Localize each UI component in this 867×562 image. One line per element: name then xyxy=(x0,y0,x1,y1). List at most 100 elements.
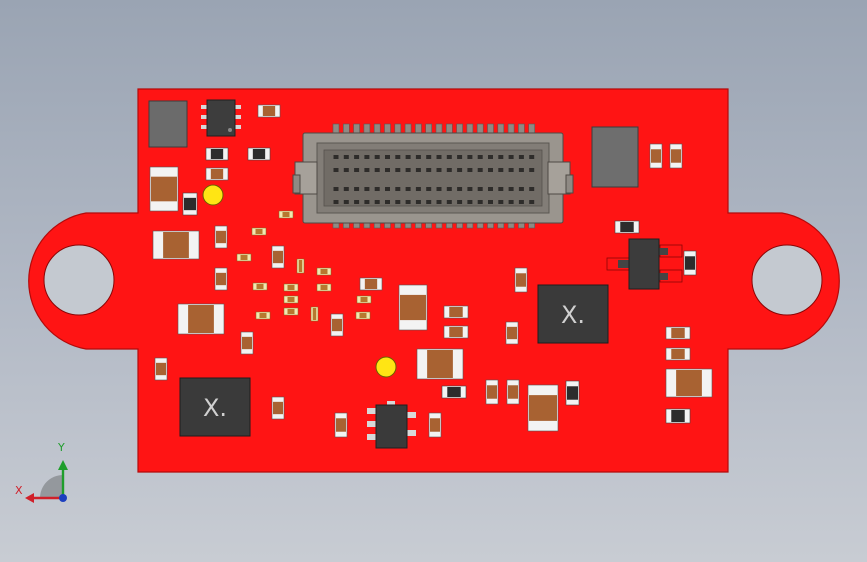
connector-contact xyxy=(529,155,535,159)
tiny-passive xyxy=(296,258,305,274)
tiny-passive xyxy=(278,210,294,219)
connector-contact xyxy=(436,168,442,172)
connector-contact xyxy=(498,187,504,191)
connector-contact xyxy=(426,200,432,204)
chip-capacitor xyxy=(416,348,464,380)
connector-contact xyxy=(354,155,360,159)
connector-contact xyxy=(446,168,452,172)
connector-contact xyxy=(395,187,401,191)
connector-contact xyxy=(467,200,473,204)
connector-contact xyxy=(364,200,370,204)
chip-capacitor xyxy=(240,331,254,355)
sot-transistor xyxy=(367,401,416,449)
mounting-hole-left xyxy=(43,244,115,316)
connector-contact xyxy=(508,200,514,204)
connector-contact xyxy=(364,187,370,191)
y-axis-label: Y xyxy=(58,441,65,454)
connector-contact xyxy=(529,200,535,204)
connector-peg xyxy=(565,174,574,194)
chip-capacitor xyxy=(359,277,383,291)
x-axis-arrow-head xyxy=(25,493,34,503)
soic-ic xyxy=(201,99,241,137)
connector-contact xyxy=(488,155,493,159)
tiny-passive xyxy=(356,295,372,304)
connector-contact xyxy=(498,155,504,159)
y-axis-arrow-head xyxy=(58,460,68,470)
connector-contact xyxy=(426,187,432,191)
chip-resistor xyxy=(205,147,229,161)
connector-contact xyxy=(498,200,504,204)
connector-contact xyxy=(446,187,452,191)
chip-resistor xyxy=(565,380,580,406)
connector-contact xyxy=(436,155,442,159)
connector-contact xyxy=(385,155,390,159)
connector-contact xyxy=(467,155,473,159)
tiny-passive xyxy=(251,227,267,236)
connector-contact xyxy=(457,155,463,159)
chip-capacitor xyxy=(214,225,228,249)
connector-contact xyxy=(333,187,339,191)
connector-contact xyxy=(395,168,401,172)
tiny-passive xyxy=(316,283,332,292)
chip-capacitor xyxy=(177,303,225,335)
chip-resistor xyxy=(182,192,198,216)
connector-contact xyxy=(529,187,535,191)
chip-capacitor xyxy=(257,104,281,118)
inductor-block xyxy=(591,126,639,188)
connector-contact xyxy=(457,187,463,191)
chip-capacitor xyxy=(271,396,285,420)
connector-contact xyxy=(426,155,432,159)
ic-package: X. xyxy=(537,284,609,344)
x-axis-label: X xyxy=(15,484,23,497)
chip-capacitor xyxy=(527,384,559,432)
tiny-passive xyxy=(252,282,268,291)
chip-resistor xyxy=(614,220,640,234)
connector-contact xyxy=(467,187,473,191)
ic-marking: X. xyxy=(561,301,585,329)
chip-resistor xyxy=(247,147,271,161)
chip-capacitor xyxy=(665,326,691,340)
connector-contact xyxy=(446,200,452,204)
connector-contact xyxy=(374,168,380,172)
connector-contact xyxy=(405,187,411,191)
connector-contact xyxy=(385,168,390,172)
connector-contact xyxy=(518,200,524,204)
connector-contact xyxy=(477,155,483,159)
chip-capacitor xyxy=(514,267,528,293)
connector-contact xyxy=(436,200,442,204)
connector-contact xyxy=(395,155,401,159)
tiny-passive xyxy=(283,295,299,304)
board-to-board-connector xyxy=(292,123,574,229)
connector-contact xyxy=(385,200,390,204)
connector-contact xyxy=(374,187,380,191)
tiny-passive xyxy=(316,267,332,276)
mounting-hole-right xyxy=(751,244,823,316)
chip-capacitor xyxy=(271,245,285,269)
tiny-passive xyxy=(236,253,252,262)
led-indicator xyxy=(202,184,224,206)
chip-capacitor xyxy=(505,321,519,345)
chip-capacitor xyxy=(330,313,344,337)
ic-marking: X. xyxy=(203,394,227,422)
chip-capacitor xyxy=(649,143,663,169)
chip-capacitor xyxy=(205,167,229,181)
connector-contact xyxy=(415,168,421,172)
connector-contact xyxy=(488,187,493,191)
chip-capacitor xyxy=(149,166,179,212)
connector-contact xyxy=(415,155,421,159)
ic-package: X. xyxy=(179,377,251,437)
connector-contact xyxy=(467,168,473,172)
z-axis-dot xyxy=(59,494,67,502)
inductor-block xyxy=(148,100,188,148)
connector-tongue xyxy=(323,149,543,207)
connector-contact xyxy=(343,200,349,204)
tiny-passive xyxy=(310,306,319,322)
chip-capacitor xyxy=(669,143,683,169)
connector-contact xyxy=(508,187,514,191)
tiny-passive xyxy=(283,283,299,292)
chip-capacitor xyxy=(506,379,520,405)
connector-contact xyxy=(457,168,463,172)
connector-contact xyxy=(446,155,452,159)
led-indicator xyxy=(375,356,397,378)
